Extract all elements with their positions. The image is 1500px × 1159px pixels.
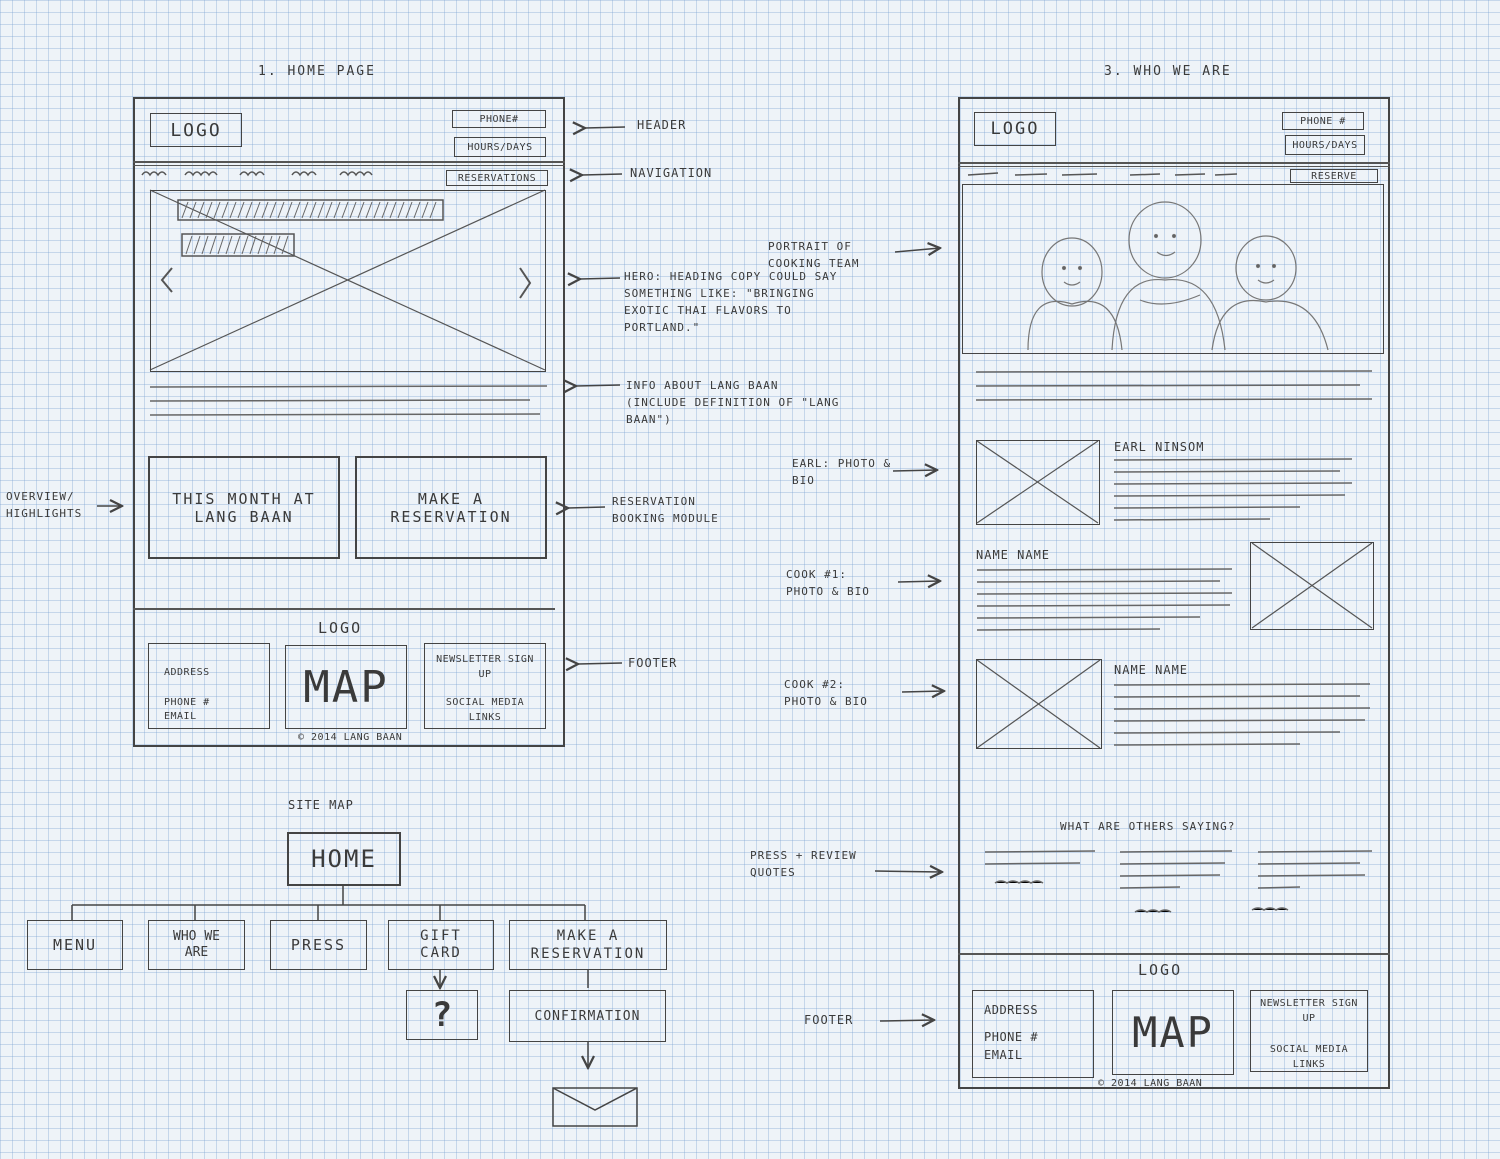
who-footer-address: ADDRESS	[984, 1003, 1039, 1017]
home-footer-logo: LOGO	[318, 619, 363, 637]
site-map-title: SITE MAP	[288, 798, 354, 812]
who-hero-image	[962, 184, 1384, 354]
home-hero-image	[150, 190, 546, 372]
who-footer-email: EMAIL	[984, 1048, 1023, 1062]
home-footer-newsletter[interactable]: NEWSLETTER SIGN UP	[436, 654, 534, 680]
quote-lines	[984, 850, 1373, 913]
annotation-home-footer: FOOTER	[628, 656, 678, 670]
home-footer-social-links[interactable]: SOCIAL MEDIA LINKS	[445, 697, 525, 723]
sitemap-gift-card[interactable]: GIFT CARD	[388, 920, 494, 970]
annotation-hero: HERO: HEADING COPY COULD SAY SOMETHING L…	[624, 270, 838, 334]
who-footer-newsletter[interactable]: NEWSLETTER SIGN UP	[1260, 998, 1358, 1024]
cook2-photo	[976, 659, 1102, 749]
home-page-frame	[133, 97, 565, 747]
home-nav-scribbles	[141, 171, 373, 177]
home-info-lines	[149, 385, 548, 416]
sitemap-confirmation[interactable]: CONFIRMATION	[509, 990, 666, 1042]
who-footer-social-links[interactable]: SOCIAL MEDIA LINKS	[1269, 1044, 1349, 1070]
sitemap-who-we-are[interactable]: WHO WE ARE	[148, 920, 245, 970]
who-reservations-button[interactable]: RESERVE	[1290, 169, 1378, 183]
annotation-navigation: NAVIGATION	[630, 166, 713, 180]
home-header-divider	[133, 161, 565, 163]
annotation-info: INFO ABOUT LANG BAAN (INCLUDE DEFINITION…	[626, 379, 840, 426]
home-copyright: © 2014 LANG BAAN	[298, 732, 403, 743]
envelope-icon	[552, 1087, 638, 1127]
who-footer-map[interactable]: MAP	[1112, 990, 1234, 1075]
cook1-photo	[1250, 542, 1374, 630]
who-page-frame	[958, 97, 1390, 1089]
annotation-reservation: RESERVATION BOOKING MODULE	[612, 495, 719, 525]
cook1-bio-lines	[976, 568, 1233, 631]
earl-bio-lines	[1113, 458, 1353, 521]
earl-name: EARL NINSOM	[1114, 440, 1205, 454]
hero-heading-scribble	[177, 199, 444, 257]
home-footer-social	[424, 643, 546, 729]
home-phone: PHONE#	[452, 110, 546, 128]
who-footer-logo: LOGO	[1138, 961, 1183, 979]
sitemap-home[interactable]: HOME	[287, 832, 401, 886]
annotation-who-footer: FOOTER	[804, 1013, 854, 1027]
home-reservation-box[interactable]: MAKE A RESERVATION	[355, 456, 547, 559]
home-logo: LOGO	[150, 113, 242, 147]
cooking-team-portrait	[1027, 201, 1329, 351]
who-hours: HOURS/DAYS	[1285, 135, 1365, 155]
cook1-name: NAME NAME	[976, 548, 1051, 562]
home-hours: HOURS/DAYS	[454, 137, 546, 157]
who-page-title: 3. WHO WE ARE	[1104, 64, 1232, 79]
who-nav-scribbles	[967, 172, 1238, 176]
home-footer-map[interactable]: MAP	[285, 645, 407, 729]
sitemap-unknown-page[interactable]: ?	[406, 990, 478, 1040]
site-map-connectors	[71, 886, 638, 1127]
who-footer-social	[1250, 990, 1368, 1072]
cook2-name: NAME NAME	[1114, 663, 1189, 677]
annotation-overview: OVERVIEW/ HIGHLIGHTS	[6, 490, 83, 520]
annotation-header: HEADER	[637, 118, 687, 132]
home-page-title: 1. HOME PAGE	[258, 64, 376, 79]
who-phone: PHONE #	[1282, 112, 1364, 130]
quotes-heading: WHAT ARE OTHERS SAYING?	[1060, 820, 1236, 833]
who-footer-phone: PHONE #	[984, 1030, 1039, 1044]
who-header-divider	[958, 162, 1390, 164]
who-info-lines	[975, 370, 1373, 401]
annotation-cook1: COOK #1: PHOTO & BIO	[786, 568, 870, 598]
annotation-press: PRESS + REVIEW QUOTES	[750, 849, 857, 879]
home-footer-phone: PHONE #	[164, 697, 210, 708]
home-reservations-button[interactable]: RESERVATIONS	[446, 170, 548, 186]
home-footer-divider	[133, 608, 555, 610]
cook2-bio-lines	[1113, 683, 1371, 746]
earl-photo	[976, 440, 1100, 525]
who-copyright: © 2014 LANG BAAN	[1098, 1078, 1203, 1089]
who-footer-divider	[958, 953, 1390, 955]
sitemap-menu[interactable]: MENU	[27, 920, 123, 970]
annotation-portrait: PORTRAIT OF COOKING TEAM	[768, 240, 860, 270]
home-footer-email: EMAIL	[164, 711, 197, 722]
sitemap-press[interactable]: PRESS	[270, 920, 367, 970]
who-footer-contact	[972, 990, 1094, 1078]
annotation-cook2: COOK #2: PHOTO & BIO	[784, 678, 868, 708]
home-overview-box[interactable]: THIS MONTH AT LANG BAAN	[148, 456, 340, 559]
home-footer-contact	[148, 643, 270, 729]
sitemap-make-reservation[interactable]: MAKE A RESERVATION	[509, 920, 667, 970]
home-footer-address: ADDRESS	[164, 667, 210, 678]
annotation-earl: EARL: PHOTO & BIO	[792, 457, 892, 487]
who-logo: LOGO	[974, 112, 1056, 146]
